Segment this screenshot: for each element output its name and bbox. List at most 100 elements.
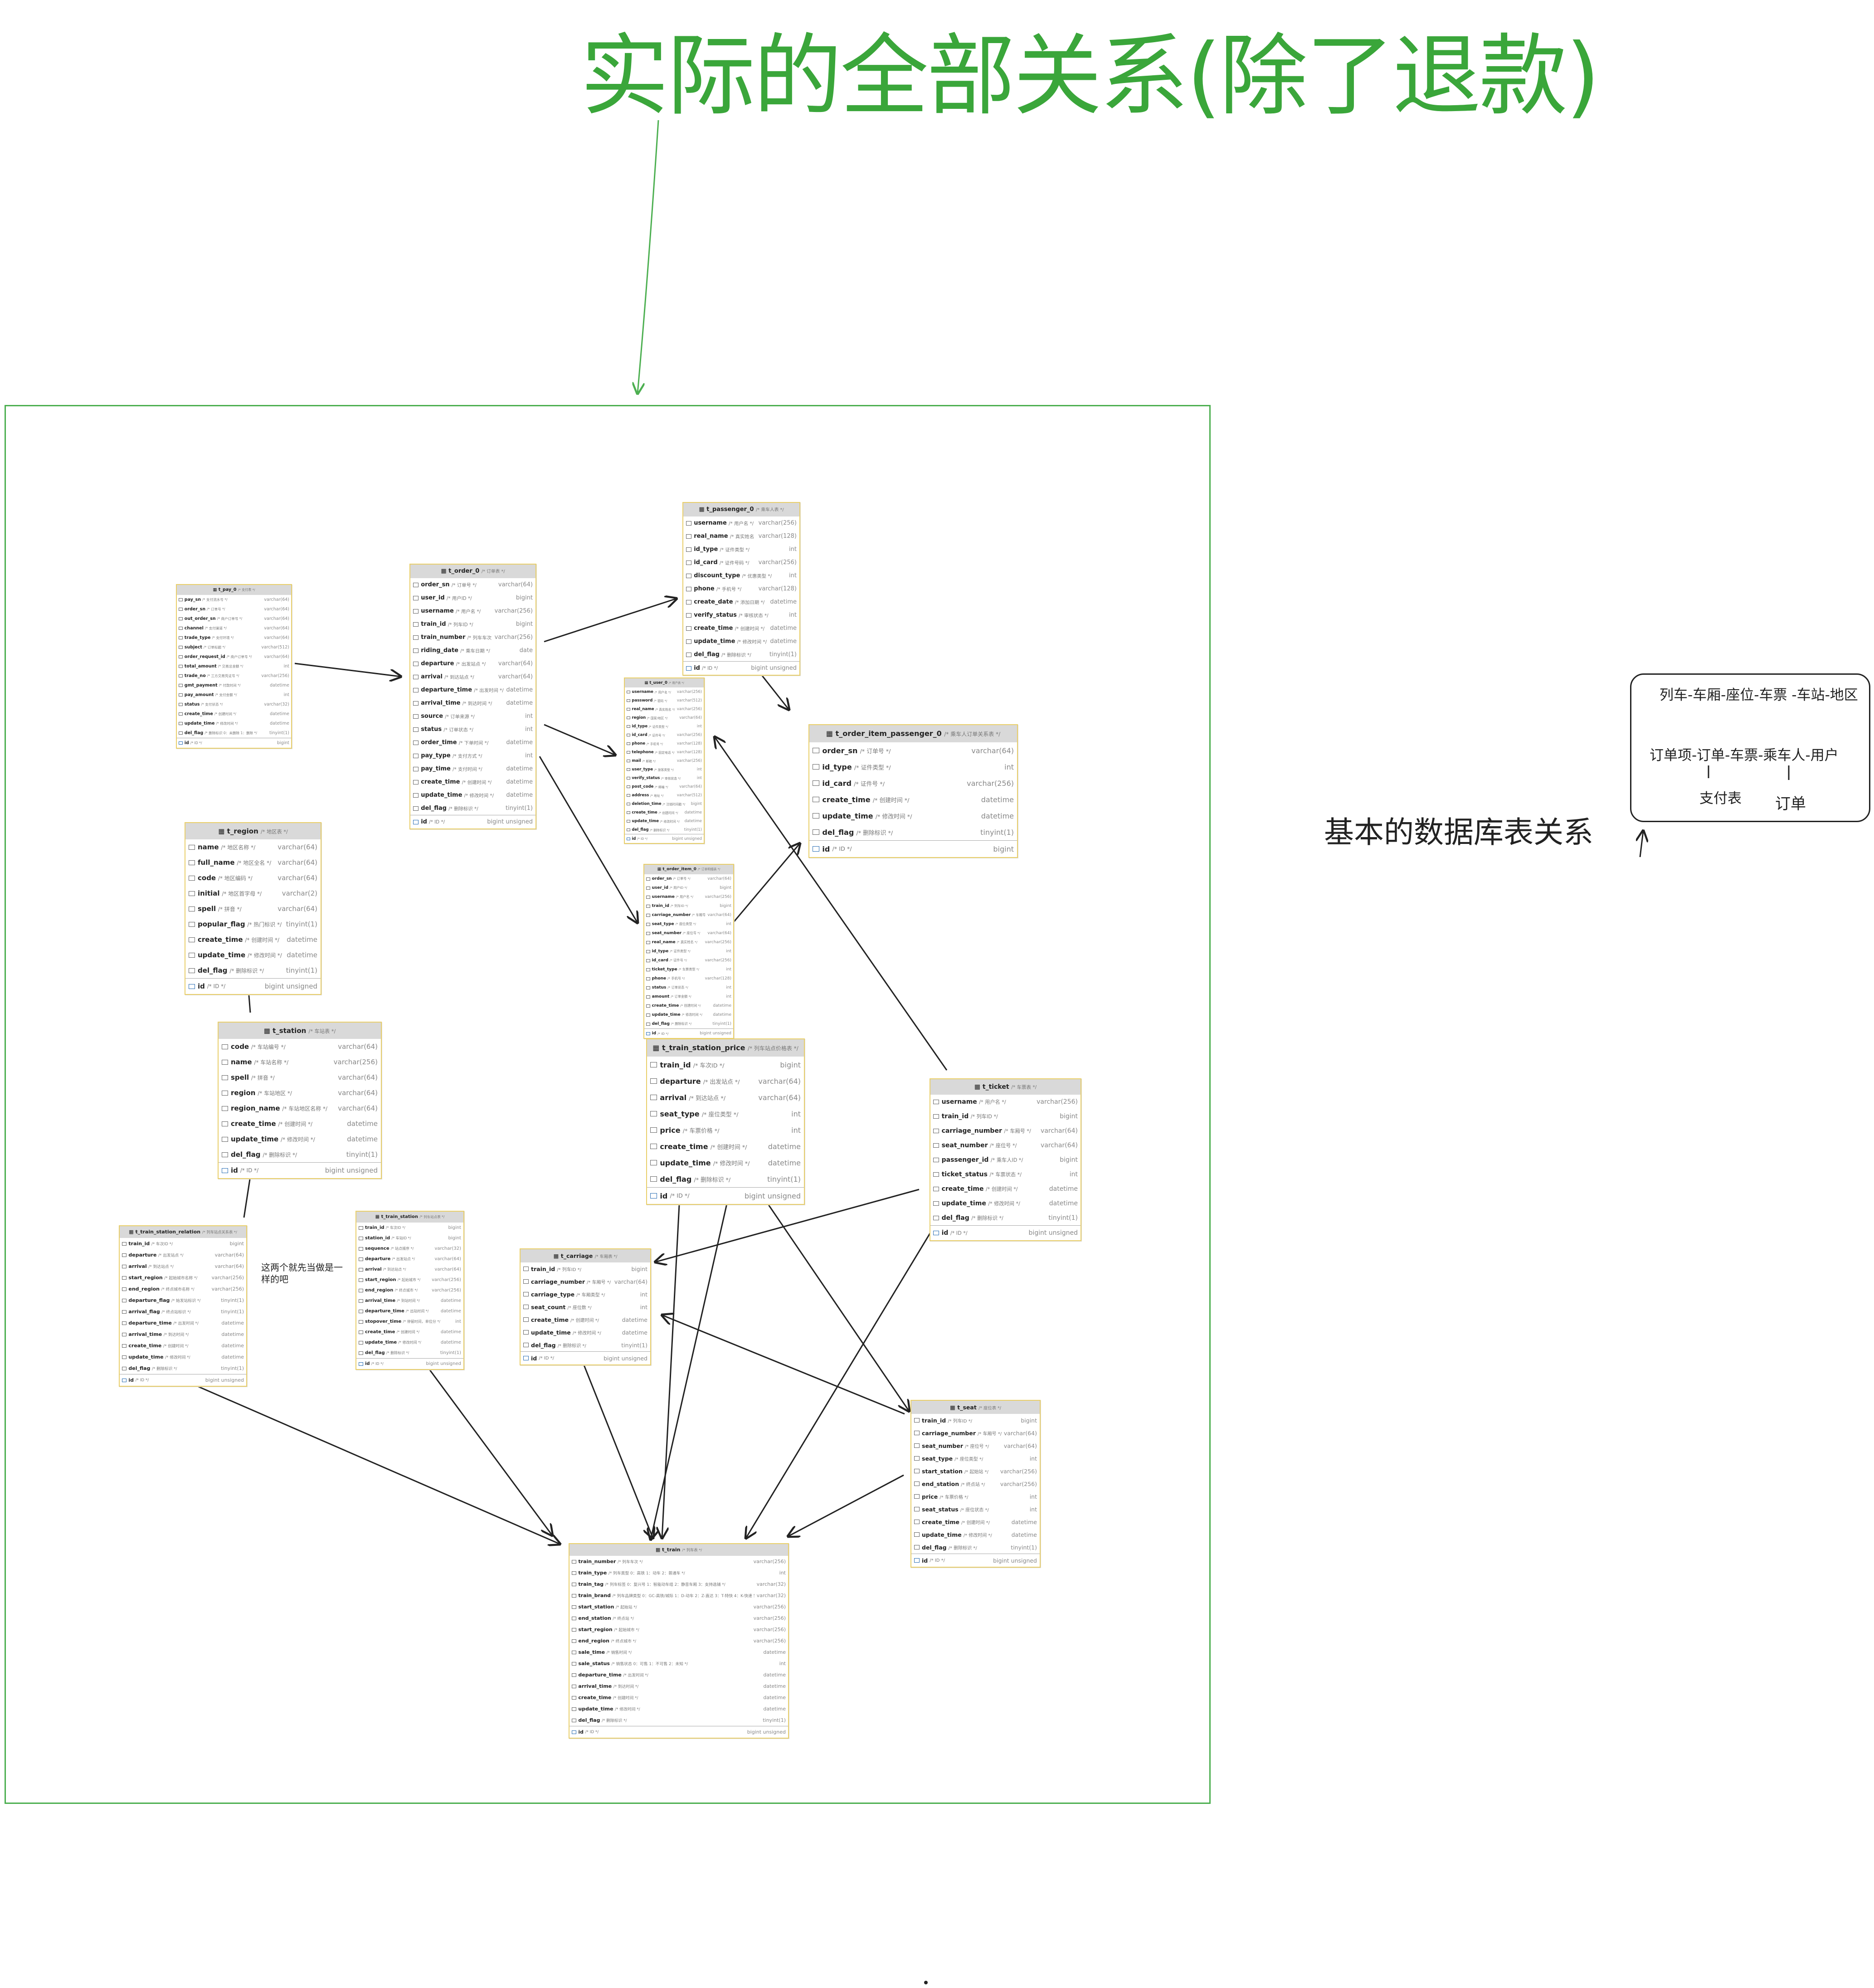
column-icon [413,661,419,666]
column-type: int [1004,762,1014,771]
column-row: update_time/* 修改时间 */datetime [410,789,535,802]
column-name: arrival_time [365,1298,396,1303]
table-t-seat[interactable]: ▦ t_seat /* 座位表 */train_id/* 列车ID */bigi… [910,1400,1041,1568]
column-icon [627,794,630,797]
column-comment: /* 列车车次 */ [618,1560,643,1564]
column-type: tinyint(1) [767,1174,801,1184]
column-icon [646,904,650,908]
table-t-order-0[interactable]: ▦ t_order_0 /* 订单表 */order_sn/* 订单号 */va… [409,564,536,829]
column-comment: /* 删除标识 */ [557,1343,586,1349]
column-type: bigint [229,1241,244,1247]
column-type: tinyint(1) [286,920,317,928]
column-icon [413,622,419,627]
column-row: create_time/* 创建时间 */datetime [809,791,1017,808]
column-name: train_id [531,1265,555,1272]
primary-key-row: id/* ID */bigint unsigned [647,1187,804,1204]
table-t-region[interactable]: ▦ t_region /* 地区表 */name/* 地区名称 */varcha… [185,822,321,995]
column-type: varchar(64) [707,877,731,881]
column-row: order_time/* 下单时间 */datetime [410,736,535,749]
column-icon [933,1100,939,1104]
column-type: datetime [506,700,533,707]
column-type: bigint [691,801,702,806]
table-t-ticket[interactable]: ▦ t_ticket /* 车票表 */username/* 用户名 */var… [930,1078,1081,1241]
column-name: pay_sn [184,597,201,602]
column-type: varchar(64) [264,607,289,612]
relation-arrow [539,756,638,923]
column-comment: /* 真实姓名 */ [677,940,697,944]
column-type: int [283,664,289,669]
column-row: end_region/* 终点城市 */varchar(256) [356,1285,463,1296]
column-type: tinyint(1) [763,1717,786,1723]
column-icon [572,1627,576,1632]
column-icon [627,811,630,814]
diagram-title: 实际的全部关系(除了退款) [580,24,1600,127]
column-comment: /* ID */ [930,1558,945,1563]
column-icon [650,1095,657,1100]
column-row: spell/* 拼音 */varchar(64) [219,1070,381,1085]
column-type: datetime [440,1298,461,1303]
column-comment: /* 用户ID */ [669,886,687,890]
column-comment: /* 三方交易凭证号 */ [207,674,239,678]
column-name: id [632,836,636,841]
column-row: full_name/* 地区全名 */varchar(64) [185,855,321,870]
column-icon [122,1253,127,1257]
table-t-user-0[interactable]: ▦ t_user_0 /* 用户表 */username/* 用户名 */var… [624,677,705,844]
column-name: del_flag [822,828,854,837]
column-name: post_code [632,784,654,789]
column-row: update_time/* 修改时间 */datetime [809,808,1017,824]
table-t-pay-0[interactable]: ▦ t_pay_0 /* 支付表 */pay_sn/* 支付流水号 */varc… [176,584,292,749]
table-t-train-station-price[interactable]: ▦ t_train_station_price /* 列车站点价格表 */tra… [646,1038,805,1205]
column-row: train_id/* 列车ID */bigint [930,1109,1081,1124]
table-name: t_train [662,1547,681,1553]
column-icon [686,599,691,604]
column-icon [572,1650,576,1654]
column-icon [813,764,819,770]
column-type: bigint [1060,1156,1078,1164]
column-name: departure_flag [128,1297,170,1303]
column-icon [650,1062,657,1067]
column-row: train_number/* 列车车次 */varchar(256) [570,1556,788,1567]
column-type: varchar(256) [1037,1098,1078,1106]
column-name: id_type [632,724,648,729]
column-icon [122,1355,127,1359]
column-comment: /* 到达站点 */ [689,1095,726,1102]
key-icon [179,741,183,745]
column-icon [523,1267,529,1271]
column-row: create_time/* 创建时间 */datetime [521,1313,650,1326]
column-name: seat_number [652,931,682,936]
table-t-station[interactable]: ▦ t_station /* 车站表 */code/* 车站编号 */varch… [218,1022,382,1179]
column-icon [914,1443,920,1448]
column-comment: /* 订单来源 */ [445,714,475,720]
table-t-train-station[interactable]: ▦ t_train_station /* 列车站点表 */train_id/* … [355,1211,464,1370]
table-t-carriage[interactable]: ▦ t_carriage /* 车厢表 */train_id/* 列车ID */… [520,1248,651,1365]
table-t-train[interactable]: ▦ t_train /* 列车表 */train_number/* 列车车次 *… [569,1543,789,1739]
column-comment: /* 商户订单号 */ [226,655,252,659]
table-comment: /* 乘车人订单关系表 */ [944,731,1001,737]
column-type: varchar(64) [338,1104,378,1112]
table-t-order-item-0[interactable]: ▦ t_order_item_0 /* 订单明细表 */order_sn/* 订… [643,864,734,1039]
column-row: telephone/* 固定电话 */varchar(128) [625,748,704,756]
table-t-passenger-0[interactable]: ▦ t_passenger_0 /* 乘车人表 */username/* 用户名… [682,502,800,676]
column-type: varchar(64) [338,1073,378,1082]
column-name: sale_status [578,1661,610,1666]
column-row: update_time/* 修改时间 */datetime [521,1326,650,1339]
relation-arrow [651,1189,731,1540]
column-comment: /* 证件号码 */ [719,560,750,566]
key-icon [646,1032,650,1035]
column-icon [179,655,183,658]
column-type: datetime [287,936,317,944]
column-icon [359,1309,363,1313]
column-type: datetime [770,638,797,645]
column-name: carriage_number [531,1278,585,1285]
table-icon: ▦ [375,1214,381,1219]
column-row: pay_sn/* 支付流水号 */varchar(64) [177,595,291,604]
column-type: bigint unsigned [700,1031,731,1036]
column-icon [646,1013,650,1017]
column-comment: /* 删除标识 */ [263,1151,297,1158]
column-type: varchar(64) [707,913,731,917]
table-t-train-station-relation[interactable]: ▦ t_train_station_relation /* 列车站点关系表 */… [119,1225,247,1387]
column-comment: /* 创建时间 */ [163,1344,189,1349]
column-name: train_id [660,1060,691,1069]
column-row: train_id/* 列车ID */bigint [911,1414,1040,1427]
table-t-order-item-passenger-0[interactable]: ▦ t_order_item_passenger_0 /* 乘车人订单关系表 *… [808,724,1018,858]
